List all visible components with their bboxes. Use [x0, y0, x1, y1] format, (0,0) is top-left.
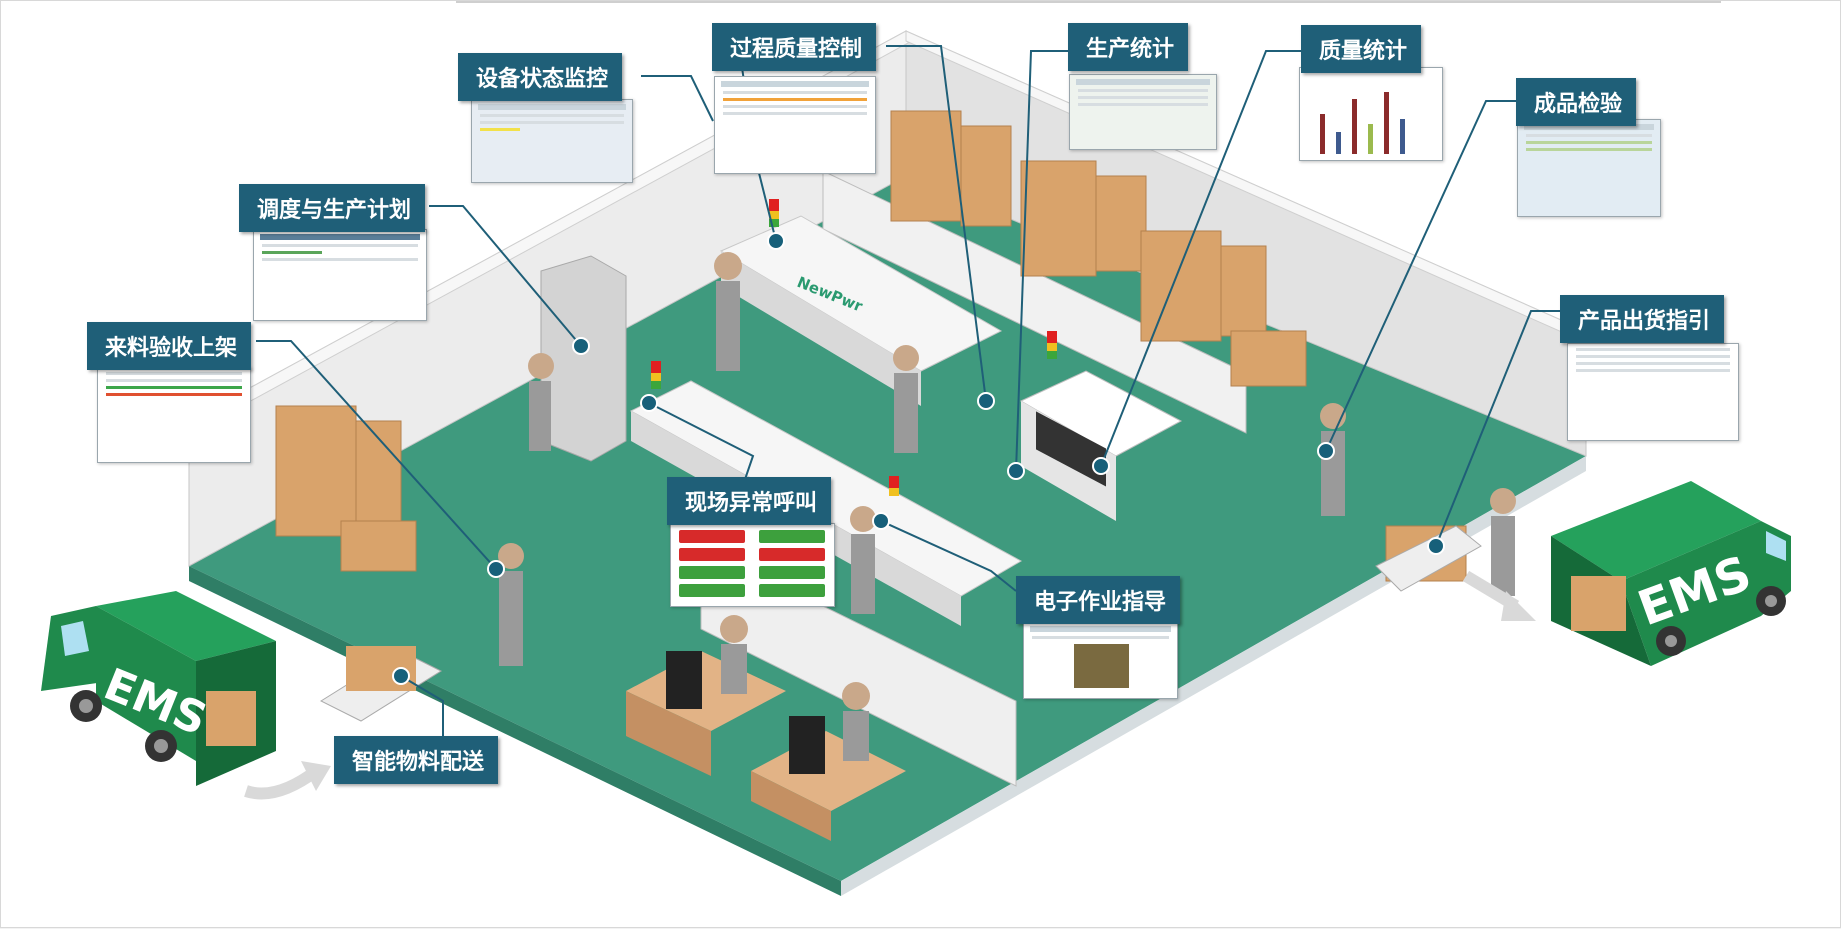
- location-markers: [392, 232, 1445, 685]
- right-truck: [1551, 481, 1791, 666]
- callout-scheduling: 调度与生产计划: [239, 184, 426, 232]
- box-stack-left: [275, 405, 417, 572]
- callout-onsite-alarm: 现场异常呼叫: [667, 477, 832, 525]
- shipping-arrow-head: [1501, 591, 1536, 621]
- callout-shipping-guide: 产品出货指引: [1560, 295, 1725, 343]
- monitor-two: [789, 716, 825, 774]
- electronic-sop-thumb: [1023, 621, 1178, 699]
- callout-smart-delivery: 智能物料配送: [334, 736, 499, 784]
- quality-stats-thumb: [1299, 67, 1443, 161]
- product-inspection-thumb: [1517, 119, 1661, 217]
- delivery-arrow-head: [301, 761, 331, 791]
- callout-product-inspection: 成品检验: [1516, 78, 1637, 126]
- scheduling-thumb: [253, 229, 427, 321]
- tower-machine: [540, 255, 627, 462]
- signal-lights: [651, 199, 1057, 496]
- callout-device-monitor: 设备状态监控: [458, 53, 623, 101]
- desk-two-side: [751, 771, 831, 841]
- onsite-alarm-thumb: [670, 523, 835, 607]
- machine-screen: [1036, 411, 1106, 487]
- delivery-arrow: [244, 766, 320, 800]
- leader-lines: [256, 45, 1561, 736]
- desk-one-side: [626, 691, 711, 776]
- line-one-side: [721, 251, 921, 406]
- left-truck: [41, 591, 276, 786]
- process-quality-thumb: [714, 76, 876, 174]
- callout-production-stats: 生产统计: [1068, 23, 1189, 71]
- device-monitor-thumb: [471, 99, 633, 183]
- shipping-guide-thumb: [1567, 343, 1739, 441]
- callout-process-quality: 过程质量控制: [712, 23, 877, 71]
- production-stats-thumb: [1069, 74, 1217, 150]
- conveyor-right: [1375, 525, 1482, 592]
- top-divider: [456, 1, 1721, 3]
- callout-electronic-sop: 电子作业指导: [1016, 576, 1181, 624]
- callout-quality-stats: 质量统计: [1301, 25, 1422, 73]
- callout-material-receiving: 来料验收上架: [87, 322, 252, 370]
- material-receiving-thumb: [97, 367, 251, 463]
- box-stack-back: [890, 110, 1307, 387]
- monitor-one: [666, 651, 702, 709]
